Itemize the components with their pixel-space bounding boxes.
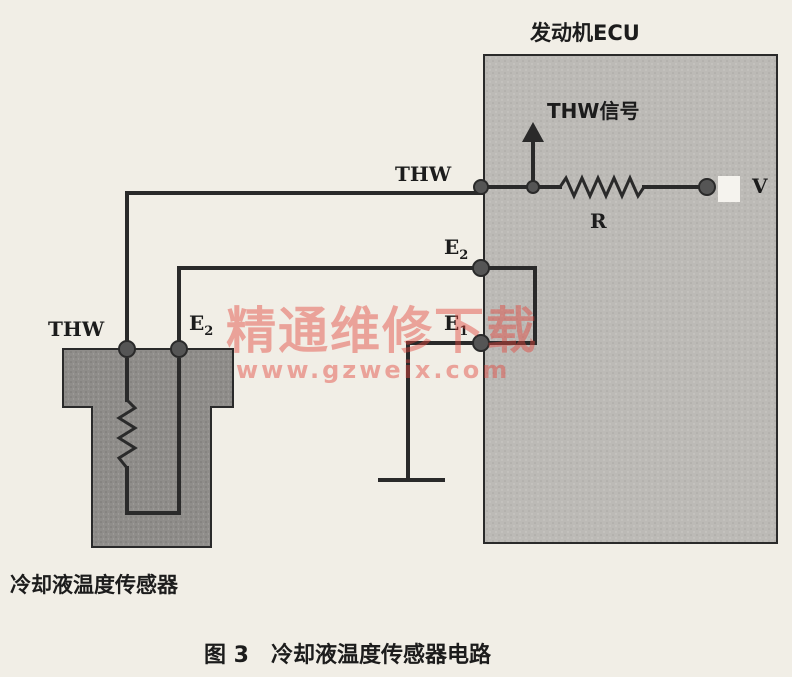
sensor-body xyxy=(62,348,234,548)
thw-wire xyxy=(125,191,483,350)
resistor-r-symbol xyxy=(558,174,646,200)
thermistor-symbol xyxy=(116,398,138,469)
ground-wire xyxy=(406,341,483,480)
thw-sensor-label: THW xyxy=(48,317,105,341)
sensor-caption: 冷却液温度传感器 xyxy=(10,573,179,597)
ecu-e2-e1-link-wire xyxy=(479,266,537,345)
sensor-internal-return xyxy=(125,358,181,515)
sensor-e2-terminal xyxy=(170,340,188,358)
ecu-title: 发动机ECU xyxy=(529,21,640,45)
e2-wire xyxy=(177,266,483,350)
watermark-url: www.gzweix.com xyxy=(236,356,510,384)
ecu-v-terminal xyxy=(698,178,716,196)
v-label: V xyxy=(751,174,768,198)
watermark-text: 精通维修下载 xyxy=(226,301,538,360)
ecu-box xyxy=(483,54,778,544)
ecu-signal-junction xyxy=(526,180,540,194)
ecu-thw-terminal xyxy=(473,179,489,195)
thw-ecu-label: THW xyxy=(395,162,452,186)
ecu-e2-terminal xyxy=(472,259,490,277)
v-supply-block xyxy=(718,176,740,202)
e1-ecu-label: E1 xyxy=(444,311,468,339)
ecu-e1-terminal xyxy=(472,334,490,352)
thw-signal-arrow-head xyxy=(522,122,544,142)
e2-sensor-label: E2 xyxy=(189,311,213,339)
figure-caption: 图 3 冷却液温度传感器电路 xyxy=(204,642,492,668)
e2-ecu-label: E2 xyxy=(444,235,468,263)
thw-signal-label: THW信号 xyxy=(547,99,639,123)
sensor-thw-terminal xyxy=(118,340,136,358)
r-label: R xyxy=(590,209,607,233)
